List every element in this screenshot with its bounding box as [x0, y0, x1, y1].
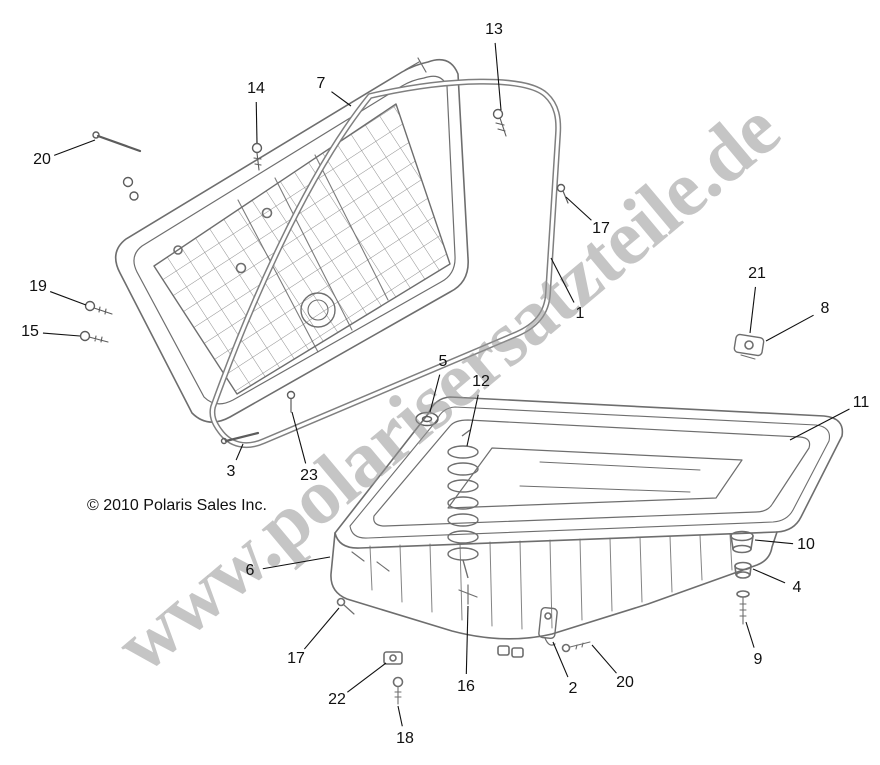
leader-line-4-16: [752, 568, 786, 584]
leader-line-19-5: [49, 291, 87, 306]
screw-part-9: [736, 590, 750, 625]
part-callout-1-7: 1: [575, 305, 585, 322]
lid-grid-border: [153, 103, 451, 395]
leader-line-23-14: [291, 411, 307, 464]
screw-part-14: [251, 142, 263, 171]
part-callout-6-17: 6: [245, 562, 255, 579]
grommet-part-4: [734, 561, 752, 579]
leader-line-6-17: [262, 556, 331, 570]
lid-badge-inner: [307, 299, 329, 321]
bolt-part-17-lower: [336, 597, 355, 615]
leader-line-22-23: [347, 662, 387, 693]
lid-hole-3: [173, 245, 183, 255]
leader-line-14-1: [255, 101, 258, 144]
box-mount-tabs: [351, 551, 390, 572]
fasteners: [79, 108, 569, 445]
plug-part-5: [415, 411, 439, 427]
leader-line-7-2: [331, 91, 352, 107]
part-callout-3-13: 3: [226, 463, 236, 480]
pin-part-20-upper: [92, 131, 142, 201]
leader-line-1-7: [550, 257, 575, 303]
part-callout-7-2: 7: [316, 75, 326, 92]
leader-line-17-19: [303, 607, 340, 650]
part-callout-15-6: 15: [21, 323, 39, 340]
clip-parts: [497, 645, 524, 658]
leader-line-3-13: [235, 443, 244, 461]
screw-part-13: [492, 108, 507, 137]
latch-part-8: [733, 333, 765, 360]
leader-line-12-11: [466, 394, 479, 447]
box-floor-lines: [519, 461, 701, 493]
screw-part-15: [79, 330, 109, 343]
leader-line-8-9: [765, 314, 814, 342]
seal-part: [209, 78, 562, 449]
box-assembly: [330, 333, 844, 705]
leader-line-13-0: [494, 42, 502, 111]
leader-line-20-3: [53, 139, 96, 156]
part-callout-19-5: 19: [29, 278, 47, 295]
leader-line-2-21: [552, 641, 569, 678]
part-callout-2-21: 2: [568, 680, 578, 697]
part-callout-12-11: 12: [472, 373, 490, 390]
box-front-skirt: [330, 531, 778, 640]
part-callout-17-4: 17: [592, 220, 610, 237]
screw-part-19: [84, 300, 113, 315]
part-callout-18-24: 18: [396, 730, 414, 747]
clip-part-22: [383, 651, 403, 665]
screw-part-17-upper: [556, 183, 569, 204]
part-callout-20-3: 20: [33, 151, 51, 168]
seal-tube-inner: [210, 80, 560, 447]
box-ribs: [369, 533, 733, 630]
part-callout-14-1: 14: [247, 80, 265, 97]
part-callout-16-20: 16: [457, 678, 475, 695]
part-callout-13-0: 13: [485, 21, 503, 38]
bumper-part-10: [730, 530, 754, 554]
leader-line-16-20: [465, 605, 469, 675]
box-rim-seal-groove: [349, 406, 831, 539]
box-rim-inner: [373, 419, 811, 527]
part-callout-8-9: 8: [820, 300, 830, 317]
lid-hinge-tabs: [404, 57, 427, 73]
part-callout-9-18: 9: [753, 651, 763, 668]
part-callout-21-8: 21: [748, 265, 766, 282]
lid-hole-1: [261, 207, 273, 219]
pin-part-16: [458, 584, 478, 605]
leader-line-9-18: [745, 621, 755, 648]
part-callout-5-10: 5: [438, 353, 448, 370]
pin-part-3: [220, 431, 260, 445]
spring-part-12: [447, 429, 479, 579]
lid-hole-2: [235, 262, 247, 274]
lid-grid: [154, 104, 450, 394]
lid-badge-outer: [300, 292, 336, 328]
leader-line-20-22: [591, 644, 617, 674]
lid-outline: [114, 58, 469, 423]
part-callout-10-15: 10: [797, 536, 815, 553]
screw-part-18: [392, 676, 404, 705]
leader-line-15-6: [42, 332, 81, 337]
part-callout-23-14: 23: [300, 467, 318, 484]
lid-braces: [237, 154, 389, 353]
screw-part-20-lower: [561, 641, 591, 653]
part-callout-20-22: 20: [616, 674, 634, 691]
leader-line-17-4: [565, 196, 592, 221]
screw-part-23: [286, 390, 296, 413]
part-callout-11-12: 11: [852, 394, 870, 411]
part-callout-4-16: 4: [792, 579, 802, 596]
box-floor-recess: [447, 447, 743, 509]
leader-line-11-12: [789, 408, 850, 441]
part-callout-22-23: 22: [328, 691, 346, 708]
copyright-text: © 2010 Polaris Sales Inc.: [87, 497, 267, 514]
part-callout-17-19: 17: [287, 650, 305, 667]
leader-line-10-15: [754, 539, 794, 545]
leader-line-5-10: [429, 374, 441, 413]
leader-line-21-8: [749, 286, 757, 334]
leader-line-18-24: [397, 705, 403, 727]
